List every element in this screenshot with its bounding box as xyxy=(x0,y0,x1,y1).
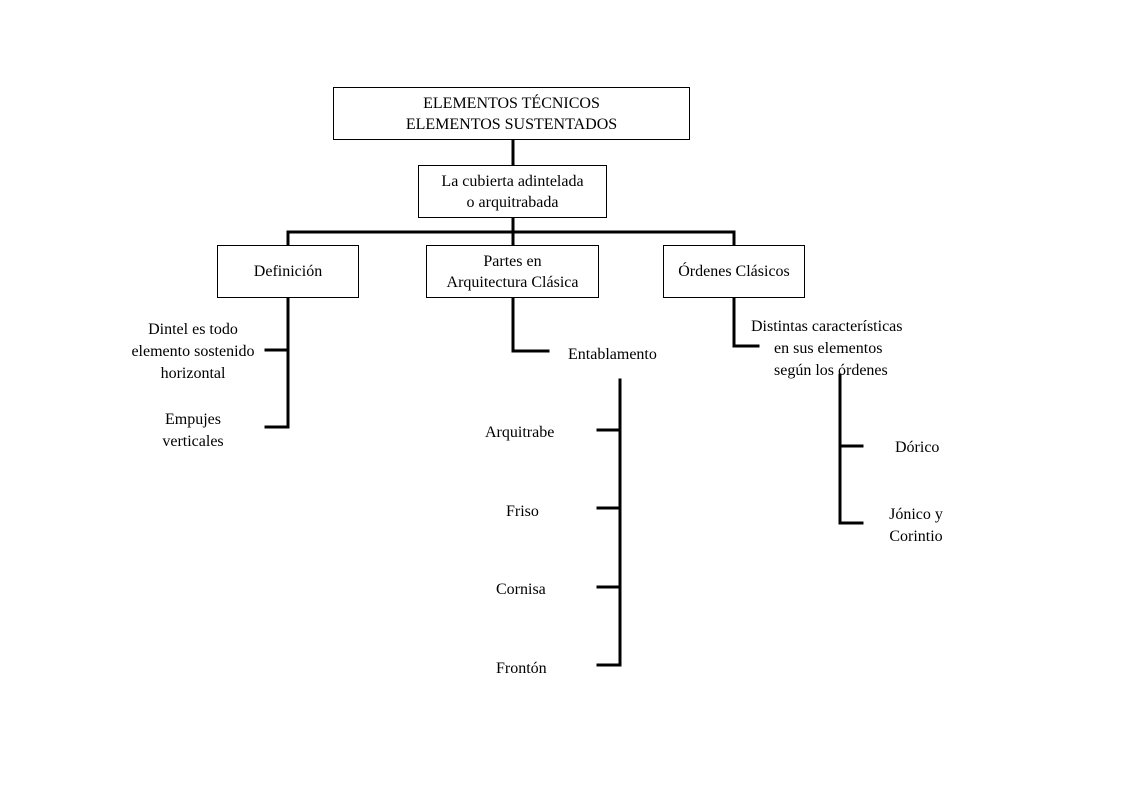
root-node: ELEMENTOS TÉCNICOS ELEMENTOS SUSTENTADOS xyxy=(333,87,690,140)
connector-definicion xyxy=(264,296,290,429)
connector-level1-branches xyxy=(286,216,736,247)
dintel-text: Dintel es todo elemento sostenido horizo… xyxy=(131,321,255,382)
arquitrabe-text: Arquitrabe xyxy=(485,424,555,441)
connector-entablamento-items xyxy=(596,378,622,667)
jonico-corintio-text: Jónico y Corintio xyxy=(889,506,943,545)
cornisa-text: Cornisa xyxy=(496,581,546,598)
cubierta-node: La cubierta adintelada o arquitrabada xyxy=(418,165,607,218)
dorico-text: Dórico xyxy=(895,439,940,456)
connector-ordenes-items xyxy=(838,373,864,525)
root-node-line1: ELEMENTOS TÉCNICOS xyxy=(423,94,600,112)
definicion-node-label: Definición xyxy=(253,263,323,280)
friso-text: Friso xyxy=(506,503,539,520)
root-node-line2: ELEMENTOS SUSTENTADOS xyxy=(405,115,618,133)
partes-node-line1: Partes en xyxy=(483,252,542,270)
connector-ordenes xyxy=(732,296,760,348)
ordenes-node-label: Órdenes Clásicos xyxy=(678,263,790,280)
connector-partes xyxy=(511,296,550,353)
partes-node-line2: Arquitectura Clásica xyxy=(446,273,579,291)
cubierta-node-line1: La cubierta adintelada xyxy=(441,172,584,190)
caracteristicas-text-2: en sus elementos xyxy=(774,340,883,357)
partes-node: Partes en Arquitectura Clásica xyxy=(426,245,599,298)
cubierta-node-line2: o arquitrabada xyxy=(466,193,559,211)
caracteristicas-text-3: según los órdenes xyxy=(774,362,888,379)
fronton-text: Frontón xyxy=(496,660,547,677)
definicion-node: Definición xyxy=(217,245,359,298)
entablamento-text: Entablamento xyxy=(568,346,657,363)
ordenes-node: Órdenes Clásicos xyxy=(663,245,805,298)
empujes-text: Empujes verticales xyxy=(162,411,224,450)
caracteristicas-text-1: Distintas características xyxy=(751,318,903,335)
